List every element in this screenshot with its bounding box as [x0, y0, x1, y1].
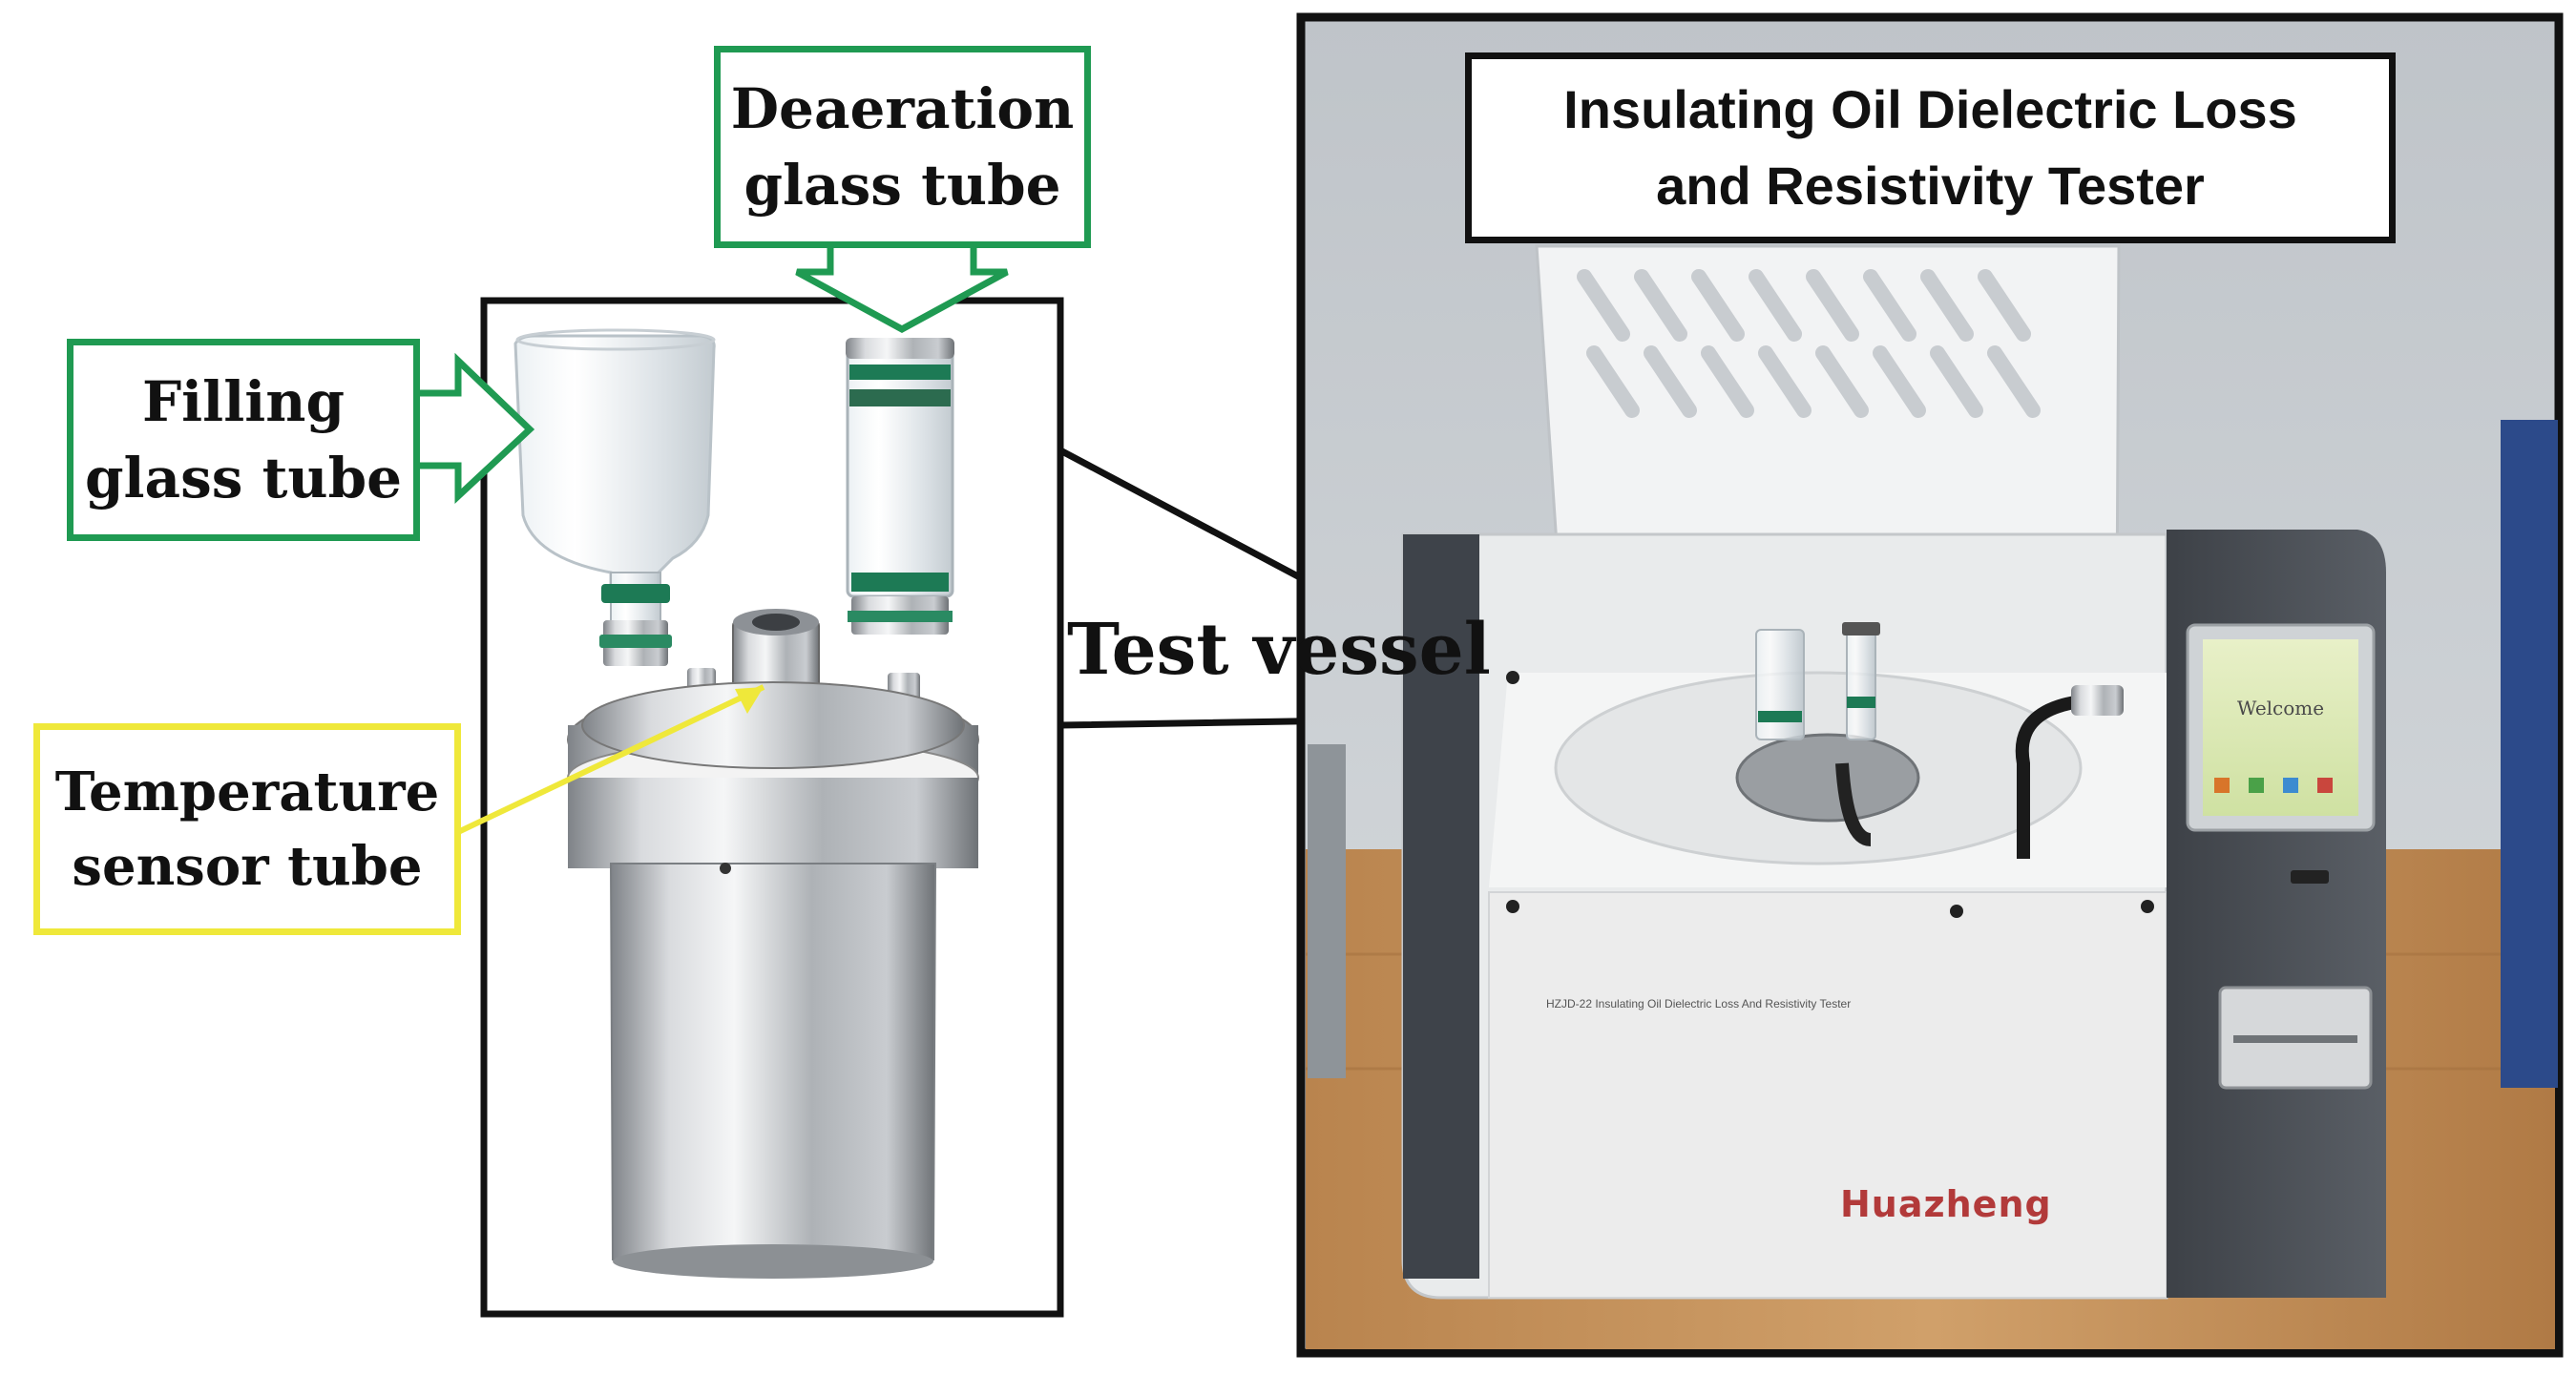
test-vessel-label: Test vessel: [1067, 609, 1491, 691]
screen-welcome-text: Welcome: [2236, 697, 2325, 719]
device-model-text: HZJD-22 Insulating Oil Dielectric Loss A…: [1546, 997, 1852, 1010]
deaeration-tube: [846, 342, 954, 598]
filling-label-line2: glass tube: [84, 446, 403, 510]
temperature-label-line1: Temperature: [54, 760, 440, 823]
brand-logo: Huazheng: [1840, 1183, 2052, 1225]
filling-ring-green: [601, 584, 670, 603]
filling-tube-label: Filling glass tube: [67, 339, 420, 541]
deaeration-label-line2: glass tube: [743, 153, 1061, 218]
temperature-sensor-label: Temperature sensor tube: [33, 723, 461, 935]
deaeration-tube-label: Deaeration glass tube: [714, 46, 1091, 248]
instrument-title-label: Insulating Oil Dielectric Loss and Resis…: [1465, 52, 2396, 243]
instrument-title-line1: Insulating Oil Dielectric Loss: [1563, 79, 2297, 139]
vessel-body: [609, 863, 937, 1275]
temperature-pointer: [456, 684, 765, 835]
instrument-title-line2: and Resistivity Tester: [1656, 156, 2205, 216]
deaeration-label-line1: Deaeration: [730, 76, 1075, 141]
brand-text: Huazheng: [1840, 1183, 2052, 1225]
temperature-label-line2: sensor tube: [72, 835, 423, 898]
filling-label-line1: Filling: [141, 369, 346, 434]
